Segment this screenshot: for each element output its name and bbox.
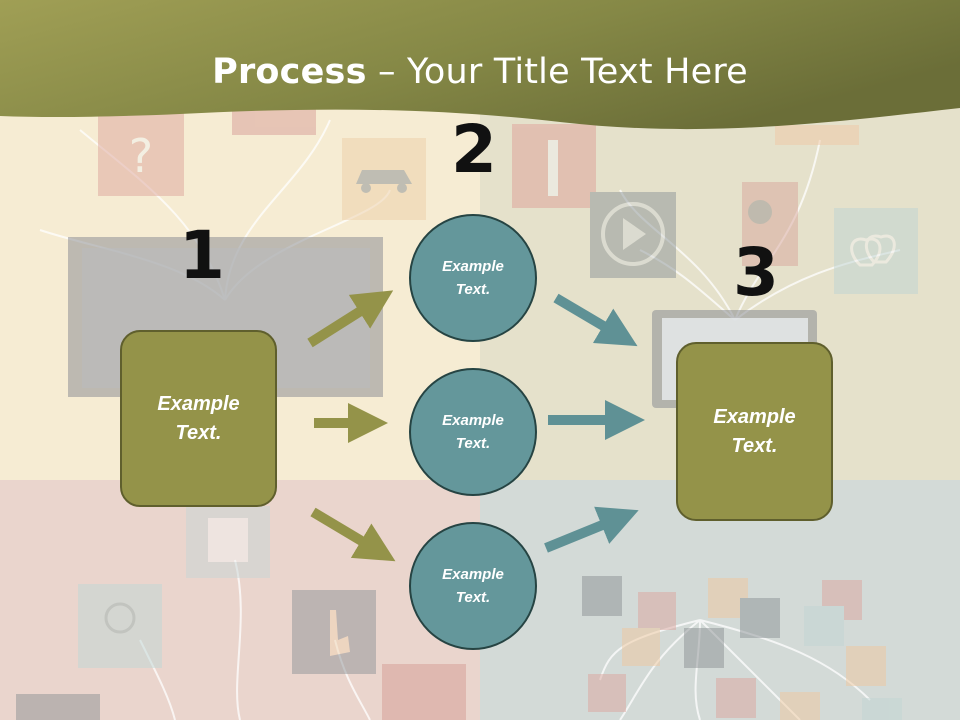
page-title: Process – Your Title Text Here — [0, 52, 960, 92]
circle-bottom-label: Example Text. — [442, 565, 504, 606]
step-number-3: 3 — [733, 234, 779, 311]
title-bold: Process — [212, 52, 367, 92]
circle-middle-label: Example Text. — [442, 411, 504, 452]
circle-bottom: Example Text. — [409, 522, 537, 650]
step-number-2: 2 — [451, 111, 497, 188]
start-box: Example Text. — [120, 330, 277, 507]
compass-icon — [582, 576, 622, 616]
arrow-to-circle-top — [307, 290, 394, 348]
step-number-1: 1 — [179, 217, 225, 294]
hearts-icon — [834, 208, 918, 294]
end-box-label: Example Text. — [713, 405, 796, 457]
title-rest: – Your Title Text Here — [366, 52, 748, 92]
arrow-to-circle-bottom — [310, 507, 396, 562]
lightbulb-icon — [78, 584, 162, 668]
header-banner — [0, 0, 960, 130]
person-icon — [742, 182, 798, 266]
circle-top-label: Example Text. — [442, 257, 504, 298]
arrow-from-circle-top — [553, 293, 638, 347]
circle-top: Example Text. — [409, 214, 537, 342]
handshake-icon — [382, 664, 466, 720]
arrow-from-circle-bottom — [544, 506, 639, 553]
circle-middle: Example Text. — [409, 368, 537, 496]
end-box: Example Text. — [676, 342, 833, 521]
start-box-label: Example Text. — [157, 392, 240, 444]
svg-text:?: ? — [129, 129, 153, 183]
question-icon — [98, 112, 184, 196]
